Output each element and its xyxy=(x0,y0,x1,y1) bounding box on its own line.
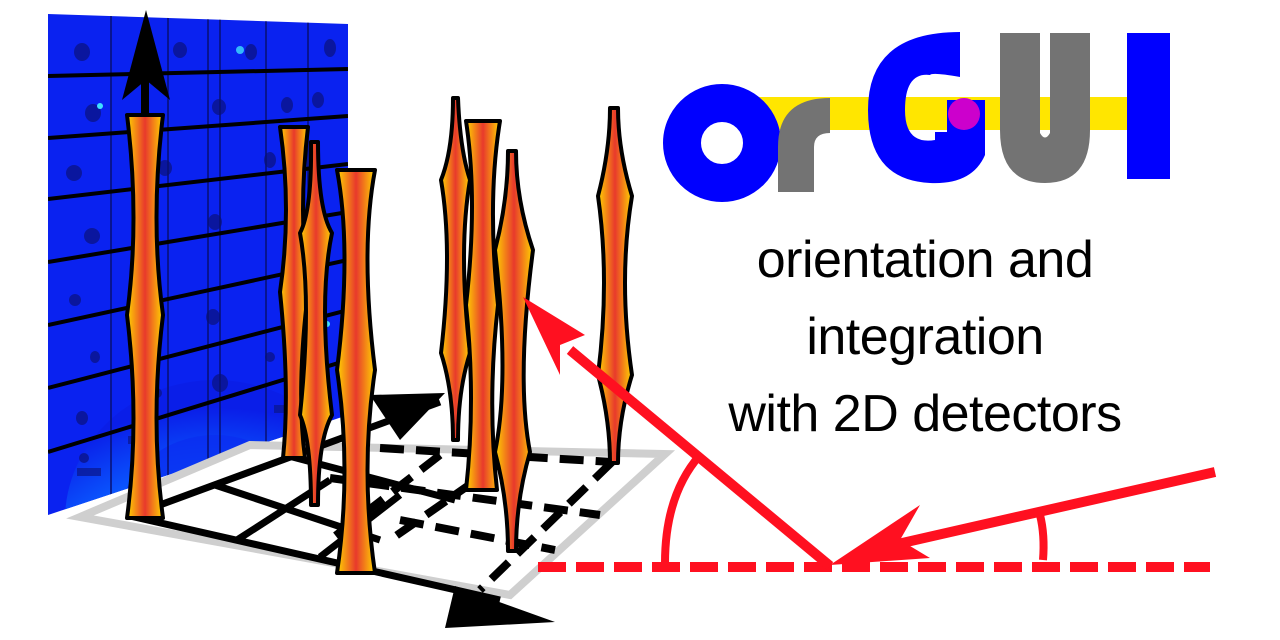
tagline-line-1: orientation and xyxy=(756,231,1094,289)
tagline-line-3: with 2D detectors xyxy=(728,385,1122,443)
incident-arrow-icon xyxy=(830,505,930,565)
tagline-line-2: integration xyxy=(806,308,1044,366)
axis-arrow-x-icon xyxy=(445,586,555,628)
orgui-logo xyxy=(663,32,1170,202)
exit-arrow-icon xyxy=(523,297,585,375)
tagline: orientation and integration with 2D dete… xyxy=(640,222,1210,453)
scattering-geometry xyxy=(523,297,1217,572)
vertical-axis-arrow-icon xyxy=(122,10,170,130)
axis-arrow-y-icon xyxy=(370,393,445,440)
